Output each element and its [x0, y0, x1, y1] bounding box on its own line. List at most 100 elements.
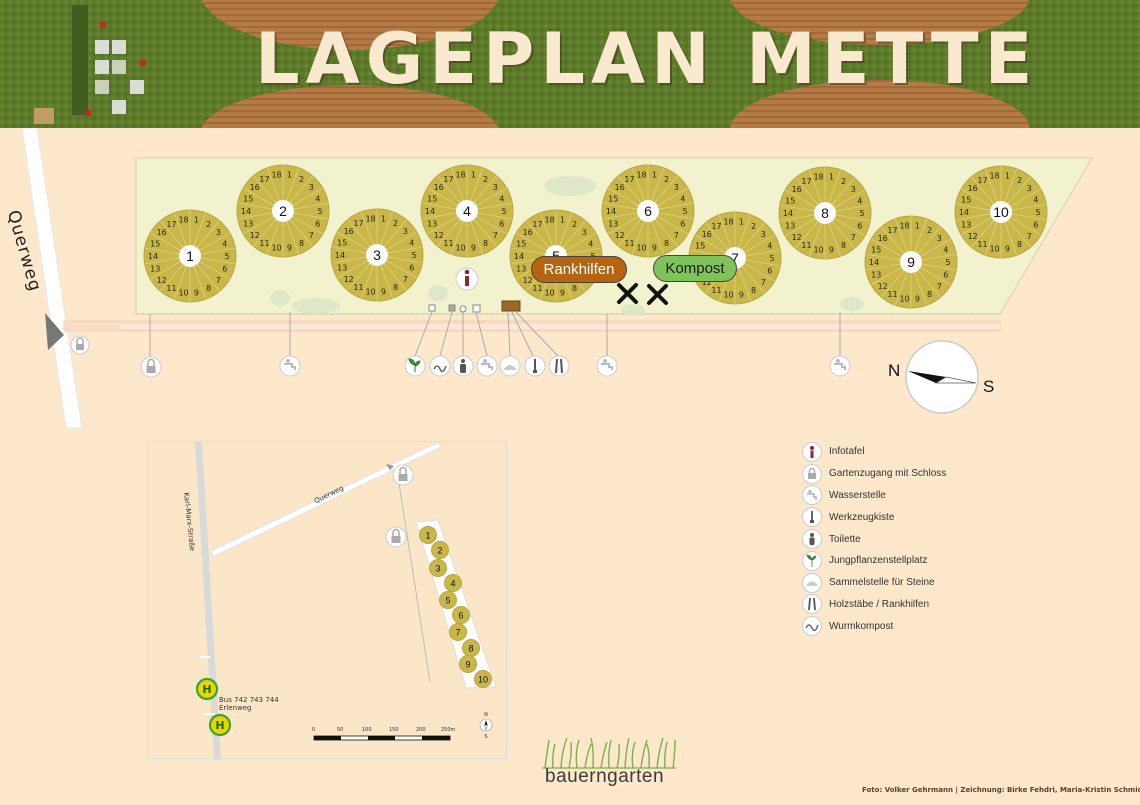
bed-segment-number: 8	[206, 284, 211, 293]
overview-bed-number: 2	[437, 546, 442, 556]
bed-segment-number: 16	[523, 228, 533, 237]
bed-segment-number: 15	[243, 194, 253, 203]
bed-segment-number: 18	[365, 215, 375, 224]
overview-bed-number: 5	[445, 596, 450, 606]
bed-segment-number: 6	[857, 222, 862, 231]
seedling-icon[interactable]	[404, 355, 426, 377]
bed-segment-number: 9	[471, 243, 476, 252]
bed-number: 9	[907, 254, 915, 270]
bed-segment-number: 14	[783, 209, 793, 218]
bed-segment-number: 2	[299, 175, 304, 184]
overview-bed-number: 1	[425, 531, 430, 541]
bed-segment-number: 17	[977, 176, 987, 185]
bed-segment-number: 13	[871, 271, 881, 280]
toolbox-icon[interactable]	[524, 355, 546, 377]
scale-label: 200	[416, 727, 426, 733]
bed-segment-number: 11	[166, 284, 176, 293]
toolbox-icon	[802, 507, 822, 528]
overview-bed-number: 4	[450, 579, 455, 589]
bed-segment-number: 1	[560, 216, 565, 225]
water-tap-icon[interactable]	[829, 355, 851, 377]
bed-segment-number: 12	[968, 232, 978, 241]
lock-icon[interactable]	[385, 526, 407, 548]
bed-segment-number: 17	[532, 220, 542, 229]
bed-segment-number: 7	[493, 231, 498, 240]
lock-icon[interactable]	[392, 464, 414, 486]
bed-segment-number: 12	[434, 231, 444, 240]
bed-segment-number: 17	[353, 219, 363, 228]
bed-segment-number: 17	[801, 177, 811, 186]
bed-segment-number: 2	[393, 219, 398, 228]
bed-segment-number: 2	[206, 220, 211, 229]
bed-segment-number: 9	[194, 288, 199, 297]
bus-stop-icon[interactable]	[208, 713, 232, 737]
bed-segment-number: 6	[767, 267, 772, 276]
bed-segment-number: 9	[829, 245, 834, 254]
bed-segment-number: 3	[937, 234, 942, 243]
overview-bed-1: 1	[419, 526, 437, 544]
compass-icon	[905, 340, 979, 414]
aerial-photo	[0, 0, 1140, 128]
bed-segment-number: 16	[157, 228, 167, 237]
header-banner: LAGEPLAN METTE	[0, 0, 1140, 128]
bed-segment-number: 3	[309, 183, 314, 192]
bus-stop-symbol: H	[215, 719, 224, 732]
bed-segment-number: 15	[695, 241, 705, 250]
stones-icon[interactable]	[499, 355, 521, 377]
stones-icon	[802, 572, 822, 593]
legend-item-toilette: Toilette	[802, 528, 1052, 550]
legend-label: Wasserstelle	[829, 489, 886, 501]
scale-label: 250m	[441, 727, 456, 733]
mini-compass-south: S	[484, 734, 487, 740]
bed-segment-number: 9	[560, 288, 565, 297]
bed-segment-number: 11	[532, 284, 542, 293]
bed-segment-number: 15	[427, 194, 437, 203]
bus-lines-label: Bus 742 743 744	[219, 696, 279, 704]
bed-segment-number: 10	[365, 287, 375, 296]
compass-south-label: S	[983, 377, 995, 396]
bed-segment-number: 17	[443, 175, 453, 184]
bed-segment-number: 1	[829, 173, 834, 182]
bed-segment-number: 4	[767, 241, 772, 250]
toilet-icon[interactable]	[452, 355, 474, 377]
bed-segment-number: 4	[409, 238, 414, 247]
worm-icon[interactable]	[429, 355, 451, 377]
facility-markers	[149, 300, 841, 357]
scale-label: 0	[312, 727, 316, 733]
water-tap-icon[interactable]	[596, 355, 618, 377]
overview-bed-number: 7	[455, 628, 460, 638]
scale-label: 100	[362, 727, 372, 733]
bed-segment-number: 1	[194, 216, 199, 225]
bed-segment-number: 12	[344, 275, 354, 284]
bed-segment-number: 7	[403, 275, 408, 284]
water-tap-icon[interactable]	[476, 355, 498, 377]
bed-segment-number: 1	[739, 218, 744, 227]
bus-stop-icon[interactable]	[195, 677, 219, 701]
lock-icon[interactable]	[140, 356, 162, 378]
lock-icon[interactable]	[70, 335, 90, 355]
info-sign-icon[interactable]	[455, 267, 479, 291]
legend-item-wasserstelle: Wasserstelle	[802, 485, 1052, 507]
water-tap-icon[interactable]	[279, 355, 301, 377]
bed-segment-number: 17	[166, 220, 176, 229]
bed-segment-number: 13	[243, 220, 253, 229]
legend-item-holzstaebe: Holzstäbe / Rankhilfen	[802, 594, 1052, 616]
bed-segment-number: 5	[1035, 208, 1040, 217]
bed-segment-number: 14	[241, 207, 251, 216]
legend-item-infotafel: Infotafel	[802, 441, 1052, 463]
bed-segment-number: 5	[769, 254, 774, 263]
bed-segment-number: 16	[968, 184, 978, 193]
bed-segment-number: 14	[869, 258, 879, 267]
sticks-icon[interactable]	[548, 355, 570, 377]
bed-segment-number: 3	[403, 227, 408, 236]
overview-bed-number: 6	[458, 611, 463, 621]
